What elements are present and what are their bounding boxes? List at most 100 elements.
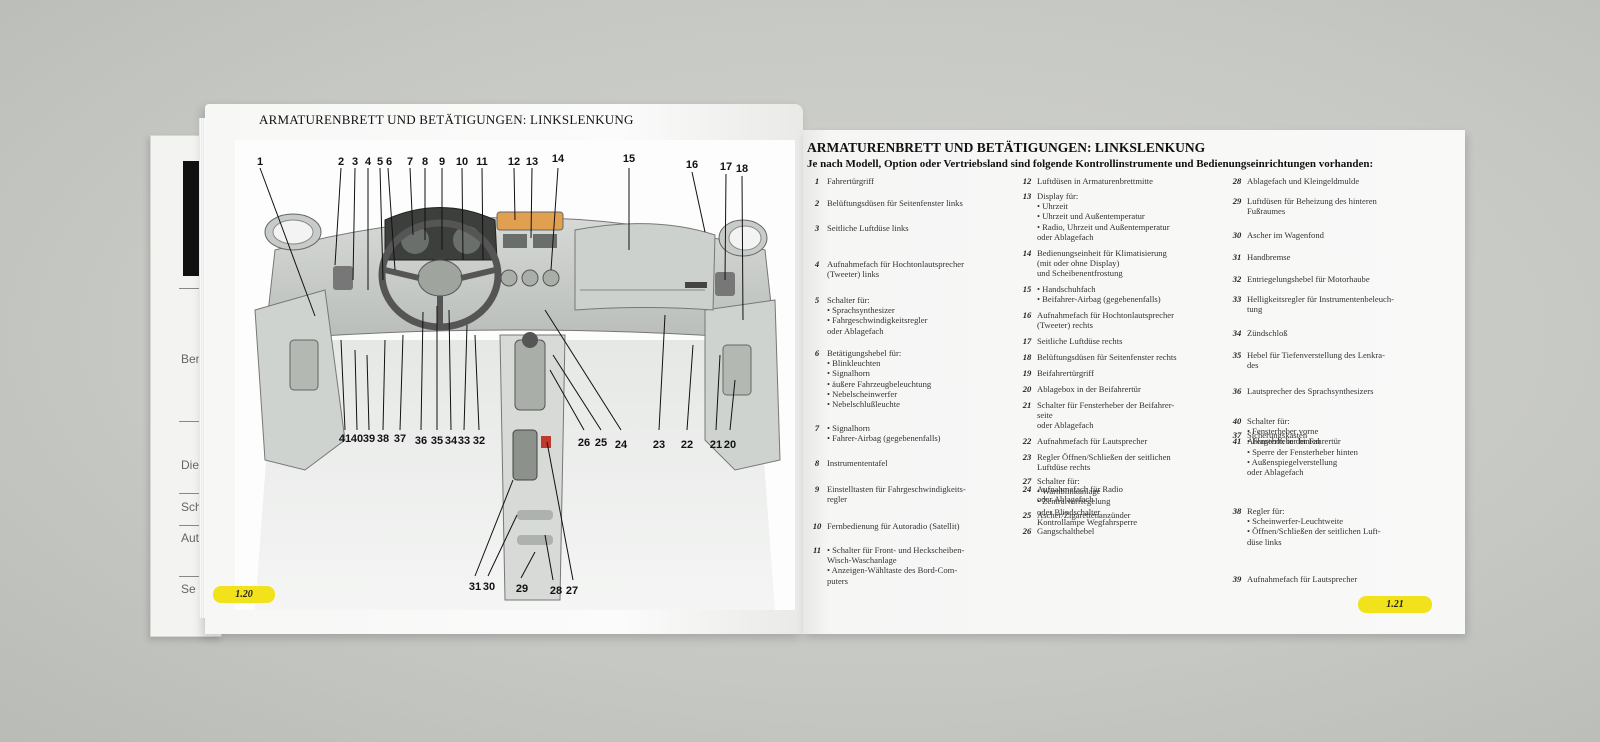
callout-28: 28 xyxy=(550,585,562,597)
legend-item-text: Zündschloß xyxy=(1247,328,1435,338)
legend-item-line: und Scheibenentfrostung xyxy=(1037,268,1123,279)
legend-item-line: • Außenspiegelverstellung xyxy=(1247,456,1338,467)
legend-item-line: Schalter für: xyxy=(1247,416,1290,426)
callout-5: 5 xyxy=(377,156,383,168)
legend-item-number: 4 xyxy=(814,259,820,269)
callout-36: 36 xyxy=(415,435,427,447)
callout-10: 10 xyxy=(456,156,468,168)
legend-item-line: • Nebelschlußleuchte xyxy=(827,399,900,410)
legend-item-number: 40 xyxy=(1232,416,1242,426)
legend-item-line: Aufnahmefach für Lautsprecher xyxy=(1037,436,1148,446)
legend-item-number: 16 xyxy=(1022,310,1032,320)
legend-item-text: Instrumententafel xyxy=(827,458,1003,468)
legend-item-line: Aufnahmefach für Hochtonlautsprecher xyxy=(827,259,964,269)
legend-item-text: Schalter für:• Sprachsynthesizer• Fahrge… xyxy=(827,295,1003,336)
legend-item-line: Luftdüse rechts xyxy=(1037,462,1091,473)
legend-item-line: Schalter für: xyxy=(827,295,870,305)
callout-41: 41 xyxy=(339,433,351,445)
legend-item-line: Sicherungskasten xyxy=(1247,430,1308,440)
legend-item-line: • Signalhorn xyxy=(827,423,870,433)
legend-item-line: • Sprachsynthesizer xyxy=(827,305,895,316)
callout-13: 13 xyxy=(526,156,538,168)
legend-item-text: • Signalhorn• Fahrer-Airbag (gegebenenfa… xyxy=(827,423,1003,443)
legend-item-line: (Tweeter) links xyxy=(827,269,880,280)
page-number-tab: 1.21 xyxy=(1358,596,1432,613)
legend-item-line: Regler Öffnen/Schließen der seitlichen xyxy=(1037,452,1171,462)
legend-item-line: Aufnahmefach für Radio xyxy=(1037,484,1123,494)
legend-item-text: Beifahrertürgriff xyxy=(1037,368,1213,378)
callout-29: 29 xyxy=(516,583,528,595)
legend-item-number: 15 xyxy=(1022,284,1032,294)
fragment-text: Die xyxy=(181,458,200,472)
legend-item-line: • Schalter für Front- und Heckscheiben- xyxy=(827,545,965,555)
callout-35: 35 xyxy=(431,435,443,447)
legend-item-text: Sicherungskasten xyxy=(1247,430,1435,440)
legend-item-text: Ascher im Wagenfond xyxy=(1247,230,1435,240)
callout-9: 9 xyxy=(439,156,445,168)
callout-12: 12 xyxy=(508,156,520,168)
legend-item-line: Zündschloß xyxy=(1247,328,1288,338)
legend-item-line: (mit oder ohne Display) xyxy=(1037,258,1120,269)
legend-item-text: Aufnahmefach für Lautsprecher xyxy=(1037,436,1213,446)
legend-item-text: Seitliche Luftdüse rechts xyxy=(1037,336,1213,346)
legend-item-text: Seitliche Luftdüse links xyxy=(827,223,1003,233)
legend-item-line: Fußraumes xyxy=(1247,206,1286,217)
legend-item-text: Schalter für Fensterheber der Beifahrer-… xyxy=(1037,400,1213,431)
callout-22: 22 xyxy=(681,439,693,451)
legend-item-number: 31 xyxy=(1232,252,1242,262)
callout-25: 25 xyxy=(595,437,607,449)
legend-item-text: Ablagebox in der Beifahrertür xyxy=(1037,384,1213,394)
legend-item-line: Luftdüsen für Beheizung des hinteren xyxy=(1247,196,1377,206)
legend-item-number: 36 xyxy=(1232,386,1242,396)
legend-item-number: 34 xyxy=(1232,328,1242,338)
legend-item-line: oder Ablagefach xyxy=(1037,420,1094,431)
legend-item-text: Betätigungshebel für:• Blinkleuchten• Si… xyxy=(827,348,1003,409)
legend-item: 11• Schalter für Front- und Heckscheiben… xyxy=(807,545,1003,586)
callout-16: 16 xyxy=(686,159,698,171)
fragment-text: Se xyxy=(181,582,196,596)
legend-item-line: Beifahrertürgriff xyxy=(1037,368,1094,378)
legend-item-number: 5 xyxy=(814,295,820,305)
legend-item-line: Aufnahmefach für Lautsprecher xyxy=(1247,574,1358,584)
legend-item-line: Ablagebox in der Beifahrertür xyxy=(1037,384,1141,394)
legend-item-line: • Nebelscheinwerfer xyxy=(827,388,898,399)
legend-item-text: Display für:• Uhrzeit• Uhrzeit und Außen… xyxy=(1037,191,1213,242)
legend-item-text: Helligkeitsregler für Instrumentenbeleuc… xyxy=(1247,294,1435,314)
callout-30: 30 xyxy=(483,581,495,593)
callout-21: 21 xyxy=(710,439,722,451)
legend-item-text: Lautsprecher des Sprachsynthesizers xyxy=(1247,386,1435,396)
legend-item-number: 2 xyxy=(814,198,820,208)
callout-31: 31 xyxy=(469,581,481,593)
legend-item-line: • Uhrzeit und Außentemperatur xyxy=(1037,211,1145,222)
legend-item-line: Luftdüsen in Armaturenbrettmitte xyxy=(1037,176,1153,186)
rule-line xyxy=(179,493,209,494)
legend-item-line: Seitliche Luftdüse links xyxy=(827,223,909,233)
legend-item-number: 14 xyxy=(1022,248,1032,258)
legend-item-line: Lautsprecher des Sprachsynthesizers xyxy=(1247,386,1374,396)
callout-4: 4 xyxy=(365,156,372,168)
legend-item-line: • Fensterheber vorne xyxy=(1247,426,1319,437)
legend-item-line: • Blinkleuchten xyxy=(827,358,881,369)
legend-item-number: 28 xyxy=(1232,176,1242,186)
callout-1: 1 xyxy=(257,156,263,168)
page-subtitle: Je nach Modell, Option oder Vertriebslan… xyxy=(807,158,1374,170)
legend-item-number: 3 xyxy=(814,223,820,233)
page-title: ARMATURENBRETT UND BETÄTIGUNGEN: LINKSLE… xyxy=(807,140,1206,155)
